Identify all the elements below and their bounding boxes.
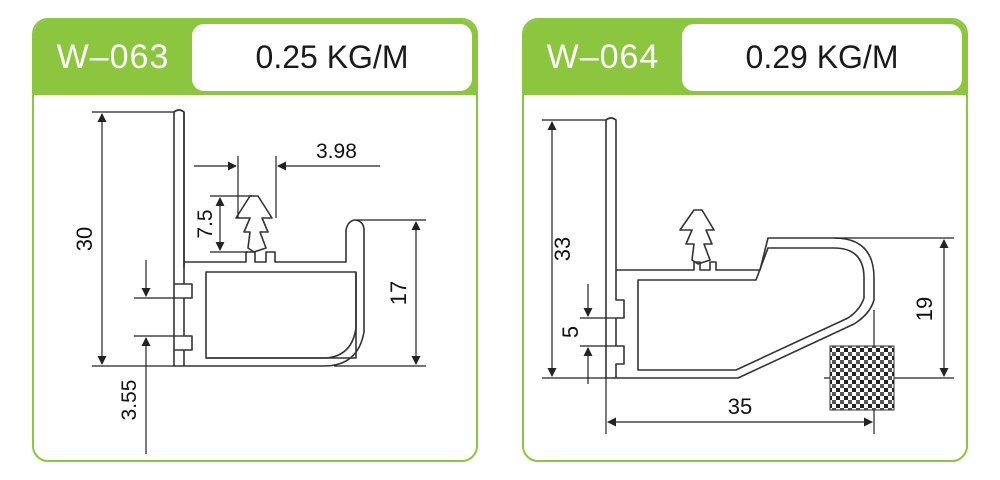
dim-width: 35 bbox=[728, 394, 752, 419]
profile-weight: 0.29 KG/M bbox=[682, 24, 962, 91]
dim-slot-gap: 5 bbox=[558, 326, 583, 338]
profile-card-w064: W–064 0.29 KG/M bbox=[522, 18, 968, 462]
dim-height: 33 bbox=[550, 237, 575, 261]
profile-code: W–063 bbox=[56, 38, 170, 76]
profile-drawing-w064: 33 19 5 35 bbox=[542, 117, 954, 434]
profile-weight: 0.25 KG/M bbox=[192, 24, 472, 91]
dim-base-gap: 3.55 bbox=[118, 380, 141, 421]
profile-drawing-w063: 30 17 3.98 7.5 3.55 bbox=[72, 109, 426, 454]
dim-lip-height: 17 bbox=[386, 281, 411, 305]
dim-lip-height: 19 bbox=[912, 297, 937, 321]
profile-outline bbox=[605, 117, 875, 379]
qr-code-icon bbox=[829, 345, 895, 411]
card-header: W–063 0.25 KG/M bbox=[34, 20, 476, 95]
dim-slot-depth: 7.5 bbox=[194, 209, 217, 238]
dim-height: 30 bbox=[72, 227, 97, 251]
card-header: W–064 0.29 KG/M bbox=[524, 20, 966, 95]
dimension-lines bbox=[92, 111, 426, 454]
profile-code: W–064 bbox=[546, 38, 660, 76]
profile-card-w063: W–063 0.25 KG/M bbox=[32, 18, 478, 462]
dim-slot-width: 3.98 bbox=[316, 140, 357, 163]
